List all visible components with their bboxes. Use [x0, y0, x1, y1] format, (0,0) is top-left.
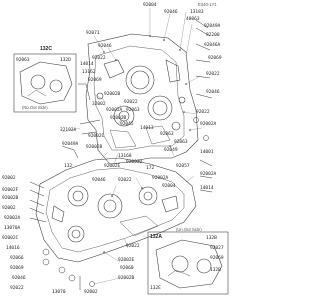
part-callout: 92069 [10, 266, 24, 271]
inset-right-label: 132B [206, 236, 217, 241]
lower-crankcase-outline [35, 157, 197, 263]
part-callout: 92002C [88, 134, 105, 139]
part-callout: 14014 [80, 62, 94, 67]
part-callout: 92066 [10, 256, 24, 261]
part-callout: 92022 [126, 244, 140, 249]
part-callout: 32192A [60, 128, 77, 133]
part-callout: 92002 [2, 176, 16, 181]
part-callout: 92002B [110, 116, 127, 121]
part-callout: 92046 [206, 90, 220, 95]
part-callout: 13070 [52, 290, 66, 295]
part-callout: 92046A [204, 43, 221, 48]
part-callout: 92057 [176, 164, 190, 169]
part-callout: 92027 [210, 246, 224, 251]
part-callout: 92063 [160, 132, 174, 137]
part-callout: 92022 [206, 72, 220, 77]
part-callout: 92002B [2, 196, 19, 201]
part-callout: 92060 [120, 266, 134, 271]
pipe-parts [61, 83, 101, 159]
inset-right-label: 132E [150, 286, 161, 291]
part-callout: 92002A [106, 108, 123, 113]
part-callout: 92004 [162, 184, 176, 189]
part-callout: 92002 [2, 206, 16, 211]
part-callout: 92071 [86, 31, 100, 36]
part-callout: 92002B [104, 92, 121, 97]
inset-right-header: 132A [150, 234, 162, 240]
part-callout: 92022 [118, 178, 132, 183]
part-callout: 132B [210, 268, 221, 273]
part-callout: 14013 [140, 126, 154, 131]
part-callout: 92022 [196, 110, 210, 115]
part-callout: 92049 [164, 148, 178, 153]
part-callout: 92049A [204, 24, 221, 29]
drawing-code: E340-1Y1 [198, 2, 217, 7]
part-callout: 92069 [88, 78, 102, 83]
inset-left-caption: (No.Out Side) [22, 105, 48, 110]
inset-left-label: 132D [60, 58, 71, 63]
part-callout: 92049A [62, 142, 79, 147]
part-callout: 13162 [82, 70, 96, 75]
part-callout: 92046 [98, 44, 112, 49]
part-callout: 48063 [186, 17, 200, 22]
part-callout: 92002B [86, 145, 103, 150]
part-callout: 172 [146, 166, 155, 171]
part-callout: 92022 [92, 56, 106, 61]
part-callout: 92046 [12, 276, 26, 281]
part-callout: 92022 [10, 286, 24, 291]
inset-right-frame [147, 231, 229, 295]
crankcase-diagram [13, 8, 229, 295]
part-callout: 13070A [4, 226, 21, 231]
part-callout: 132 [64, 164, 73, 169]
part-callout: 92045 [120, 122, 134, 127]
part-callout: 92002 [84, 290, 98, 295]
part-callout: 92002B [118, 276, 135, 281]
part-callout: 92002D [126, 160, 143, 165]
inset-left-header: 132C [40, 46, 52, 52]
bolt-group-left [29, 181, 95, 290]
part-callout: 14001 [200, 150, 214, 155]
part-callout: 92063 [126, 108, 140, 113]
part-callout: 92004 [143, 3, 157, 8]
inset-left-frame [13, 53, 77, 113]
part-callout: 92022 [124, 100, 138, 105]
part-callout: 92200 [206, 33, 220, 38]
part-callout: 92069 [210, 256, 224, 261]
part-callout: 92002F [2, 188, 19, 193]
upper-crankcase-outline [85, 33, 199, 165]
part-callout: 13183 [190, 10, 204, 15]
part-callout: 92002E [118, 258, 135, 263]
part-callout: 92069 [208, 56, 222, 61]
part-callout: 92002A [4, 216, 21, 221]
inset-right-caption: (Un.Out Side) [176, 227, 202, 232]
part-callout: 92002A [200, 172, 217, 177]
bolt-group-right [193, 19, 213, 193]
part-callout: 92063 [174, 140, 188, 145]
inset-left-label: 92063 [16, 58, 30, 63]
part-callout: 92002C [2, 236, 19, 241]
part-callout: 14016 [6, 246, 20, 251]
part-callout: 92046 [164, 10, 178, 15]
part-callout: 32002 [92, 102, 106, 107]
part-callout: 92002A [200, 122, 217, 127]
part-callout: 92002E [104, 164, 121, 169]
part-callout: 92002A [152, 176, 169, 181]
part-callout: 92046 [92, 178, 106, 183]
part-callout: 14014 [200, 186, 214, 191]
part-callout: 13168 [118, 154, 132, 159]
